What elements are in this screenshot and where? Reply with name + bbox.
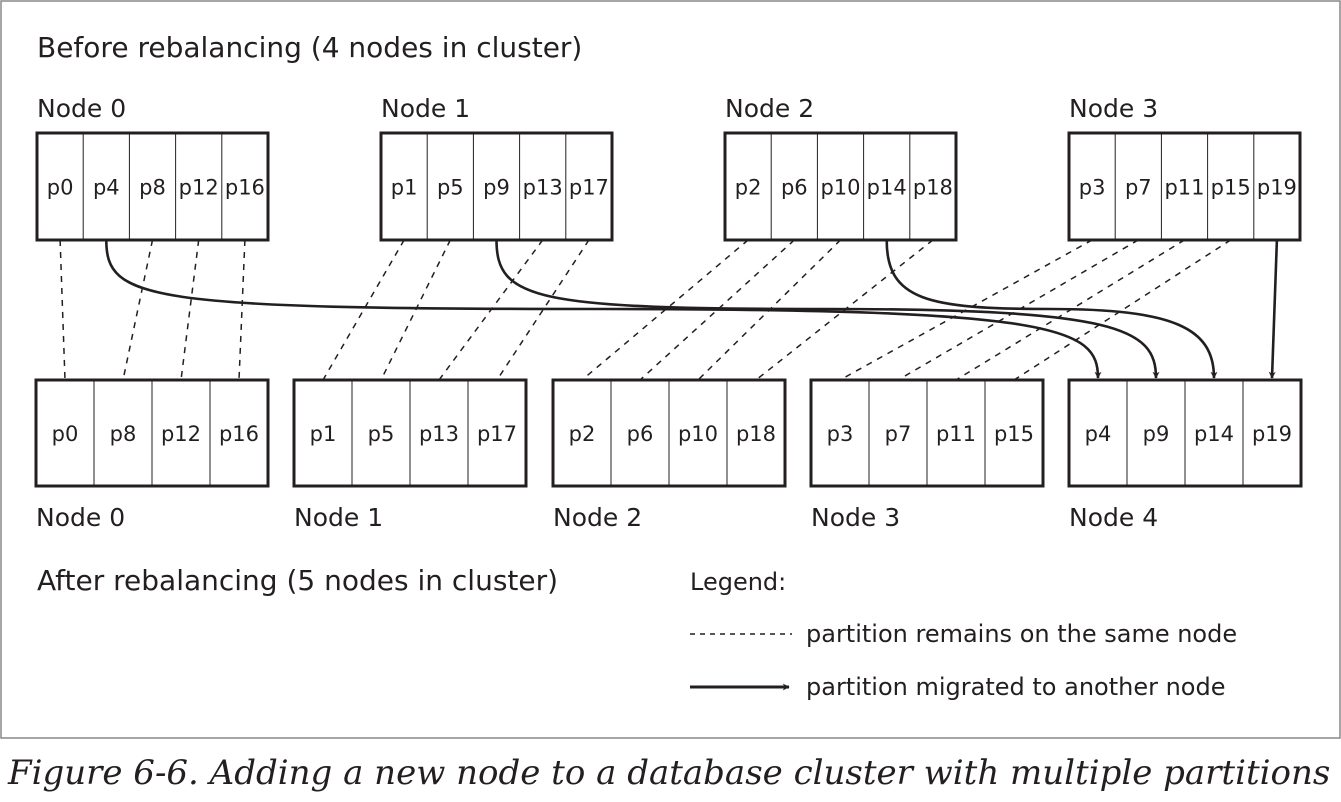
before-node-0-box (35, 131, 270, 242)
partition-cell-p12: p12 (161, 422, 201, 446)
partition-cell-p16: p16 (225, 176, 265, 200)
partition-cell-p7: p7 (885, 422, 912, 446)
partition-cell-p0: p0 (47, 176, 74, 200)
remain-link-p7 (897, 239, 1139, 381)
partition-cell-p16: p16 (219, 422, 259, 446)
partition-cell-p3: p3 (1079, 176, 1106, 200)
partition-cell-p4: p4 (93, 176, 120, 200)
partition-cell-p14: p14 (867, 176, 907, 200)
after-node-3-label: Node 3 (811, 503, 900, 532)
before-node-1-label: Node 1 (381, 94, 470, 123)
legend-title: Legend: (690, 568, 786, 596)
partition-cell-p1: p1 (310, 422, 337, 446)
partition-cell-p15: p15 (1211, 176, 1251, 200)
partition-cell-p13: p13 (419, 422, 459, 446)
partition-cell-p3: p3 (827, 422, 854, 446)
partition-cell-p11: p11 (1164, 176, 1204, 200)
figure-frame (0, 0, 1341, 739)
partition-cell-p10: p10 (678, 422, 718, 446)
partition-cell-p1: p1 (391, 176, 418, 200)
after-node-4: Node 4 p4 p9 p14 p19 (1067, 378, 1303, 532)
partition-cell-p9: p9 (1143, 422, 1170, 446)
migrate-arrow-p19 (1268, 239, 1279, 379)
after-node-1-label: Node 1 (294, 503, 383, 532)
migrated-partition-arrows (105, 239, 1279, 379)
remain-link-p17 (496, 239, 590, 381)
partition-cell-p17: p17 (569, 176, 609, 200)
partition-cell-p5: p5 (368, 422, 395, 446)
partition-cell-p5: p5 (437, 176, 464, 200)
partition-cell-p13: p13 (523, 176, 563, 200)
partition-cell-p15: p15 (994, 422, 1034, 446)
before-node-3-box (1067, 131, 1302, 242)
legend: Legend: partition remains on the same no… (690, 568, 1237, 701)
legend-migrated-label: partition migrated to another node (806, 673, 1225, 701)
partition-cell-p19: p19 (1257, 176, 1297, 200)
partition-cell-p8: p8 (139, 176, 166, 200)
partition-cell-p7: p7 (1125, 176, 1152, 200)
remain-link-p6 (639, 239, 795, 381)
partition-cell-p2: p2 (569, 422, 596, 446)
before-heading: Before rebalancing (4 nodes in cluster) (37, 31, 582, 64)
migrate-arrow-p4 (105, 239, 1102, 379)
before-node-2-label: Node 2 (725, 94, 814, 123)
partition-cell-p14: p14 (1194, 422, 1234, 446)
partition-cell-p2: p2 (735, 176, 762, 200)
partition-cell-p8: p8 (110, 422, 137, 446)
remain-link-p5 (380, 239, 451, 381)
after-heading: After rebalancing (5 nodes in cluster) (37, 564, 558, 597)
after-node-2: Node 2 p2 p6 p10 p18 (551, 378, 787, 532)
migrate-arrow-p9 (495, 239, 1160, 379)
after-node-3: Node 3 p3 p7 p11 p15 (809, 378, 1045, 532)
partition-cell-p17: p17 (477, 422, 517, 446)
before-node-0-label: Node 0 (37, 94, 126, 123)
partition-cell-p6: p6 (781, 176, 808, 200)
legend-remains-label: partition remains on the same node (806, 620, 1237, 648)
after-node-2-label: Node 2 (553, 503, 642, 532)
figure-caption: Figure 6-6. Adding a new node to a datab… (7, 753, 1341, 793)
after-node-0-label: Node 0 (36, 503, 125, 532)
after-node-0: Node 0 p0 p8 p12 p16 (34, 378, 270, 532)
partition-cell-p6: p6 (627, 422, 654, 446)
partition-cell-p10: p10 (820, 176, 860, 200)
remain-link-p1 (322, 239, 405, 381)
partition-cell-p4: p4 (1085, 422, 1112, 446)
partition-cell-p12: p12 (179, 176, 219, 200)
migrate-arrow-p14 (885, 239, 1218, 379)
partition-cell-p18: p18 (913, 176, 953, 200)
before-node-3-label: Node 3 (1069, 94, 1158, 123)
partition-cell-p19: p19 (1252, 422, 1292, 446)
after-node-4-label: Node 4 (1069, 503, 1158, 532)
after-node-1: Node 1 p1 p5 p13 p17 (292, 378, 528, 532)
partition-cell-p18: p18 (736, 422, 776, 446)
partition-cell-p11: p11 (936, 422, 976, 446)
partition-cell-p0: p0 (52, 422, 79, 446)
partition-cell-p9: p9 (483, 176, 510, 200)
